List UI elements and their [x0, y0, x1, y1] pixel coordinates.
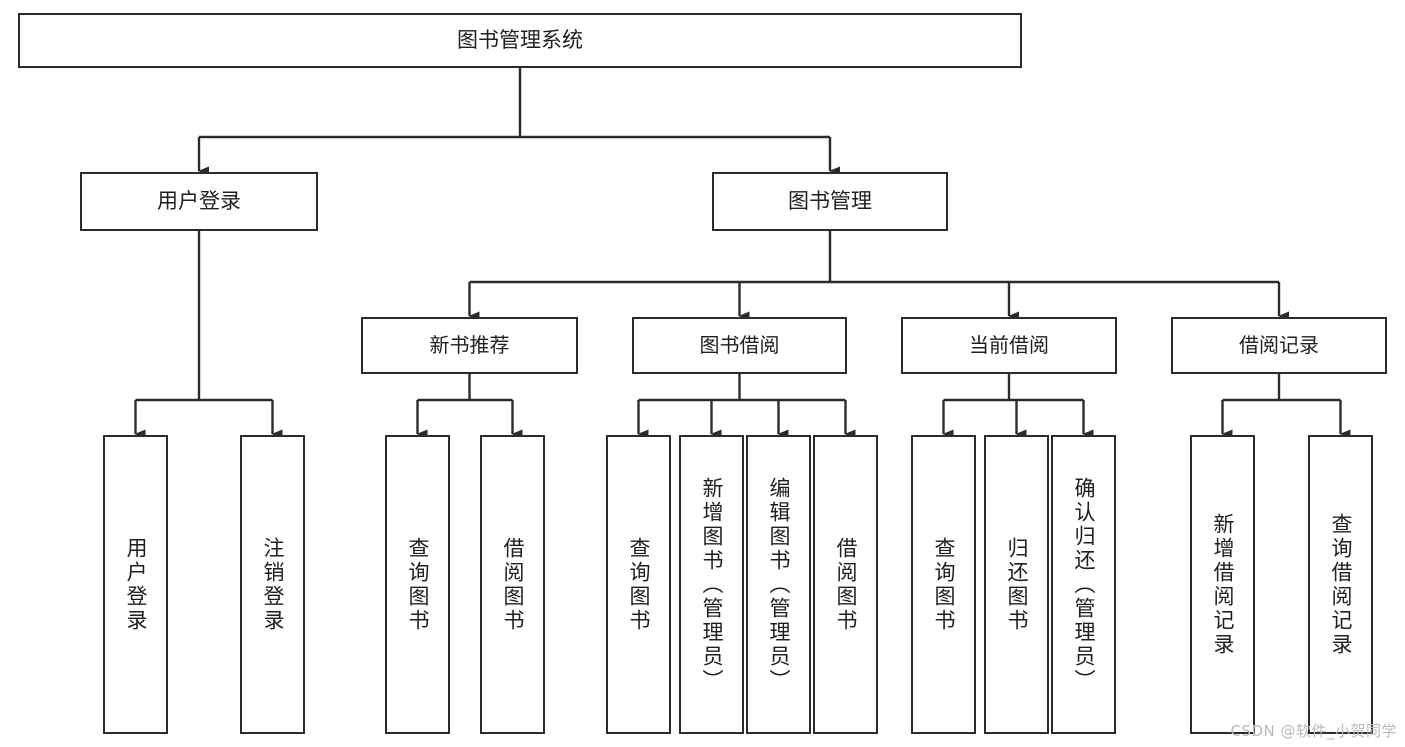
node-label: 图书管理 — [788, 189, 872, 214]
node-leaf-cur-query[interactable]: 查询图书 — [911, 435, 976, 734]
node-label: 注销登录 — [261, 536, 285, 633]
node-label: 查询借阅记录 — [1329, 512, 1353, 657]
node-label: 确认归还（管理员） — [1072, 476, 1096, 693]
node-current-borrow[interactable]: 当前借阅 — [901, 317, 1117, 374]
node-label: 借阅图书 — [501, 536, 525, 633]
node-leaf-borrow-query[interactable]: 查询图书 — [606, 435, 671, 734]
node-leaf-borrow-edit[interactable]: 编辑图书（管理员） — [746, 435, 811, 734]
node-borrow-record[interactable]: 借阅记录 — [1171, 317, 1387, 374]
node-label: 用户登录 — [157, 189, 241, 214]
node-leaf-cur-return[interactable]: 归还图书 — [984, 435, 1049, 734]
node-label: 用户登录 — [124, 536, 148, 633]
node-book-manage[interactable]: 图书管理 — [712, 172, 948, 231]
node-leaf-rec-query[interactable]: 查询图书 — [385, 435, 450, 734]
node-book-borrow[interactable]: 图书借阅 — [632, 317, 847, 374]
node-leaf-rec-borrow[interactable]: 借阅图书 — [480, 435, 545, 734]
node-leaf-rec-add[interactable]: 新增借阅记录 — [1190, 435, 1255, 734]
node-leaf-rec-find[interactable]: 查询借阅记录 — [1308, 435, 1373, 734]
node-leaf-borrow-add[interactable]: 新增图书（管理员） — [679, 435, 744, 734]
node-label: 新增借阅记录 — [1211, 512, 1235, 657]
node-leaf-cur-confirm[interactable]: 确认归还（管理员） — [1051, 435, 1116, 734]
node-user-login[interactable]: 用户登录 — [80, 172, 318, 231]
node-label: 当前借阅 — [969, 332, 1049, 357]
node-label: 借阅记录 — [1239, 332, 1319, 357]
node-label: 查询图书 — [406, 536, 430, 633]
node-new-book-rec[interactable]: 新书推荐 — [361, 317, 578, 374]
node-label: 归还图书 — [1005, 536, 1029, 633]
node-label: 编辑图书（管理员） — [767, 476, 791, 693]
node-label: 查询图书 — [932, 536, 956, 633]
node-leaf-borrow-lend[interactable]: 借阅图书 — [813, 435, 878, 734]
node-label: 图书管理系统 — [457, 28, 583, 53]
node-leaf-user-logout[interactable]: 注销登录 — [240, 435, 305, 734]
node-label: 图书借阅 — [699, 332, 780, 357]
node-label: 新增图书（管理员） — [700, 476, 724, 693]
node-root[interactable]: 图书管理系统 — [18, 13, 1022, 68]
csdn-watermark: CSDN @软件_小贺同学 — [1230, 722, 1397, 740]
node-label: 新书推荐 — [429, 332, 510, 357]
node-leaf-user-login[interactable]: 用户登录 — [103, 435, 168, 734]
node-label: 查询图书 — [627, 536, 651, 633]
node-label: 借阅图书 — [834, 536, 858, 633]
